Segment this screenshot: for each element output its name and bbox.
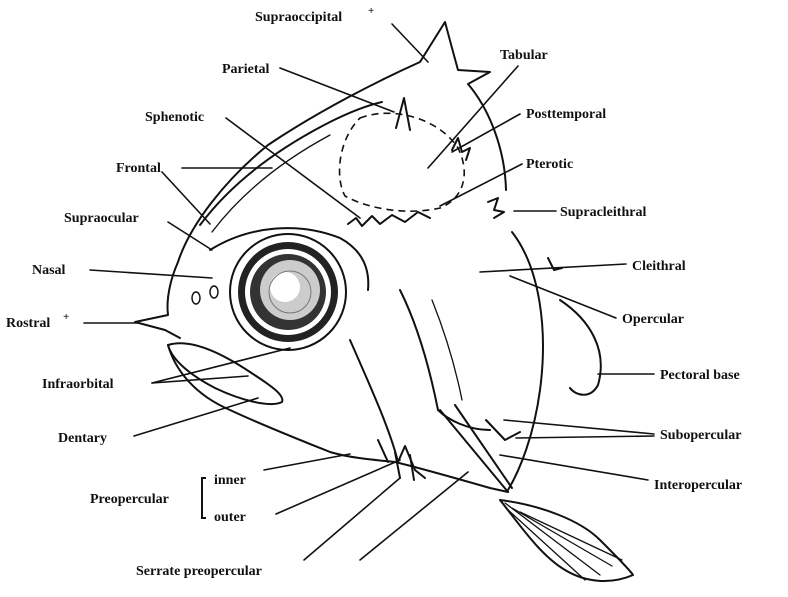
label-supraoccipital-mark: + (368, 5, 374, 17)
label-sphenotic: Sphenotic (145, 110, 204, 125)
label-preopercular: Preopercular (90, 492, 169, 507)
label-supraoccipital: Supraoccipital (255, 10, 342, 25)
label-infraorbital: Infraorbital (42, 377, 114, 392)
frontal-ridge (200, 102, 382, 225)
label-nasal: Nasal (32, 263, 66, 278)
label-posttemporal: Posttemporal (526, 107, 606, 122)
label-opercular: Opercular (622, 312, 684, 327)
label-supraocular: Supraocular (64, 211, 139, 226)
nostril-1 (192, 292, 200, 304)
preopercular-bracket (202, 478, 206, 518)
label-interopercular: Interopercular (654, 478, 742, 493)
eye (230, 234, 346, 350)
cranial-dashed-outline (340, 113, 465, 211)
interopercular-spine (440, 410, 508, 492)
label-supracleithral: Supracleithral (560, 205, 646, 220)
nostril-2 (210, 286, 218, 298)
label-cleithral: Cleithral (632, 259, 686, 274)
label-rostral: Rostral (6, 316, 50, 331)
opercular-inner-line (432, 300, 462, 400)
frontal-ridge-inner (212, 135, 330, 232)
label-pterotic: Pterotic (526, 157, 573, 172)
infraorbital-bone (168, 343, 282, 404)
fish-head-outline (135, 22, 543, 492)
label-parietal: Parietal (222, 62, 270, 77)
label-subopercular: Subopercular (660, 428, 741, 443)
label-pectoral-base: Pectoral base (660, 368, 740, 383)
label-frontal: Frontal (116, 161, 161, 176)
label-tabular: Tabular (500, 48, 548, 63)
label-rostral-mark: + (63, 311, 69, 323)
label-preopercular-outer: outer (214, 510, 246, 525)
pectoral-fin (500, 500, 633, 581)
pectoral-base (560, 300, 601, 395)
preopercular-inner-ridge (350, 340, 398, 462)
subopercular-margin (486, 420, 520, 440)
label-preopercular-inner: inner (214, 473, 246, 488)
label-dentary: Dentary (58, 431, 107, 446)
supracleithral-spines (488, 198, 504, 218)
posttemporal-spines (452, 138, 470, 160)
opercular-ridge (400, 290, 490, 430)
label-serrate-preopercular: Serrate preopercular (136, 564, 262, 579)
sphenotic-serrations (348, 212, 430, 226)
